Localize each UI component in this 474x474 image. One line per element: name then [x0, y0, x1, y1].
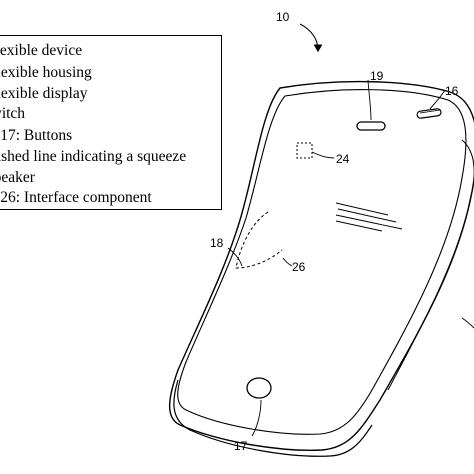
ref-label-19: 19: [370, 69, 384, 83]
display-outline: [177, 89, 467, 435]
squeeze-dashed-line: [235, 211, 283, 269]
ref-label-10: 10: [276, 10, 290, 24]
legend-line-1: Flexible device: [0, 42, 83, 59]
ref-label-17: 17: [234, 439, 248, 453]
top-button: [416, 108, 442, 119]
legend-line-7: Speaker: [0, 169, 35, 186]
legend-box: Flexible device Flexible housing Flexibl…: [0, 35, 222, 210]
legend-line-5: 16, 17: Buttons: [0, 127, 73, 144]
speaker-slot: [356, 121, 386, 131]
screen-content-lines: [335, 202, 403, 232]
leader-lines: [227, 79, 474, 437]
ref-label-26: 26: [292, 260, 306, 274]
ref-label-24: 24: [336, 152, 350, 166]
legend-line-6: Dashed line indicating a squeeze: [0, 148, 187, 165]
housing-right-bend: [387, 139, 474, 391]
legend-line-4: Switch: [0, 105, 26, 122]
legend-line-3: Flexible display: [0, 85, 88, 102]
ref-label-18: 18: [210, 236, 224, 250]
ref-label-16: 16: [445, 84, 459, 98]
legend-line-8: 24, 26: Interface component: [0, 189, 152, 206]
interface-component-24: [296, 142, 313, 159]
home-button: [246, 377, 272, 399]
device-reference-arrow: [299, 23, 323, 53]
housing-bottom-edge: [173, 379, 373, 457]
legend-line-2: Flexible housing: [0, 64, 92, 81]
housing-outline: [169, 80, 474, 451]
